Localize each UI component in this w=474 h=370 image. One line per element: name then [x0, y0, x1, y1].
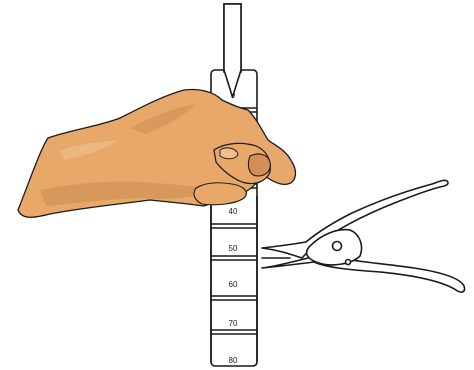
- pliers-lower-arm: [261, 255, 466, 293]
- fingernail: [219, 147, 239, 160]
- tick-label: 80: [229, 356, 238, 365]
- hand-index-finger: [193, 182, 247, 206]
- hand-shadow-upper: [130, 104, 196, 134]
- tube-front-edge: [210, 196, 258, 362]
- pliers: [261, 179, 466, 293]
- hand-highlight: [60, 140, 118, 160]
- probe-tip-overlay: [223, 69, 242, 98]
- pliers-hole: [344, 258, 352, 266]
- hand: [17, 88, 297, 218]
- tick-label: 50: [229, 244, 238, 253]
- thumbnail: [247, 153, 271, 177]
- hand-shadow: [40, 181, 214, 206]
- tick-label: 60: [229, 280, 238, 289]
- tick-label: 70: [229, 319, 238, 328]
- probe-overlay: [223, 3, 242, 98]
- probe-shaft-overlay: [223, 3, 242, 73]
- tick-label: 40: [229, 207, 238, 216]
- pliers-rivet: [331, 240, 343, 252]
